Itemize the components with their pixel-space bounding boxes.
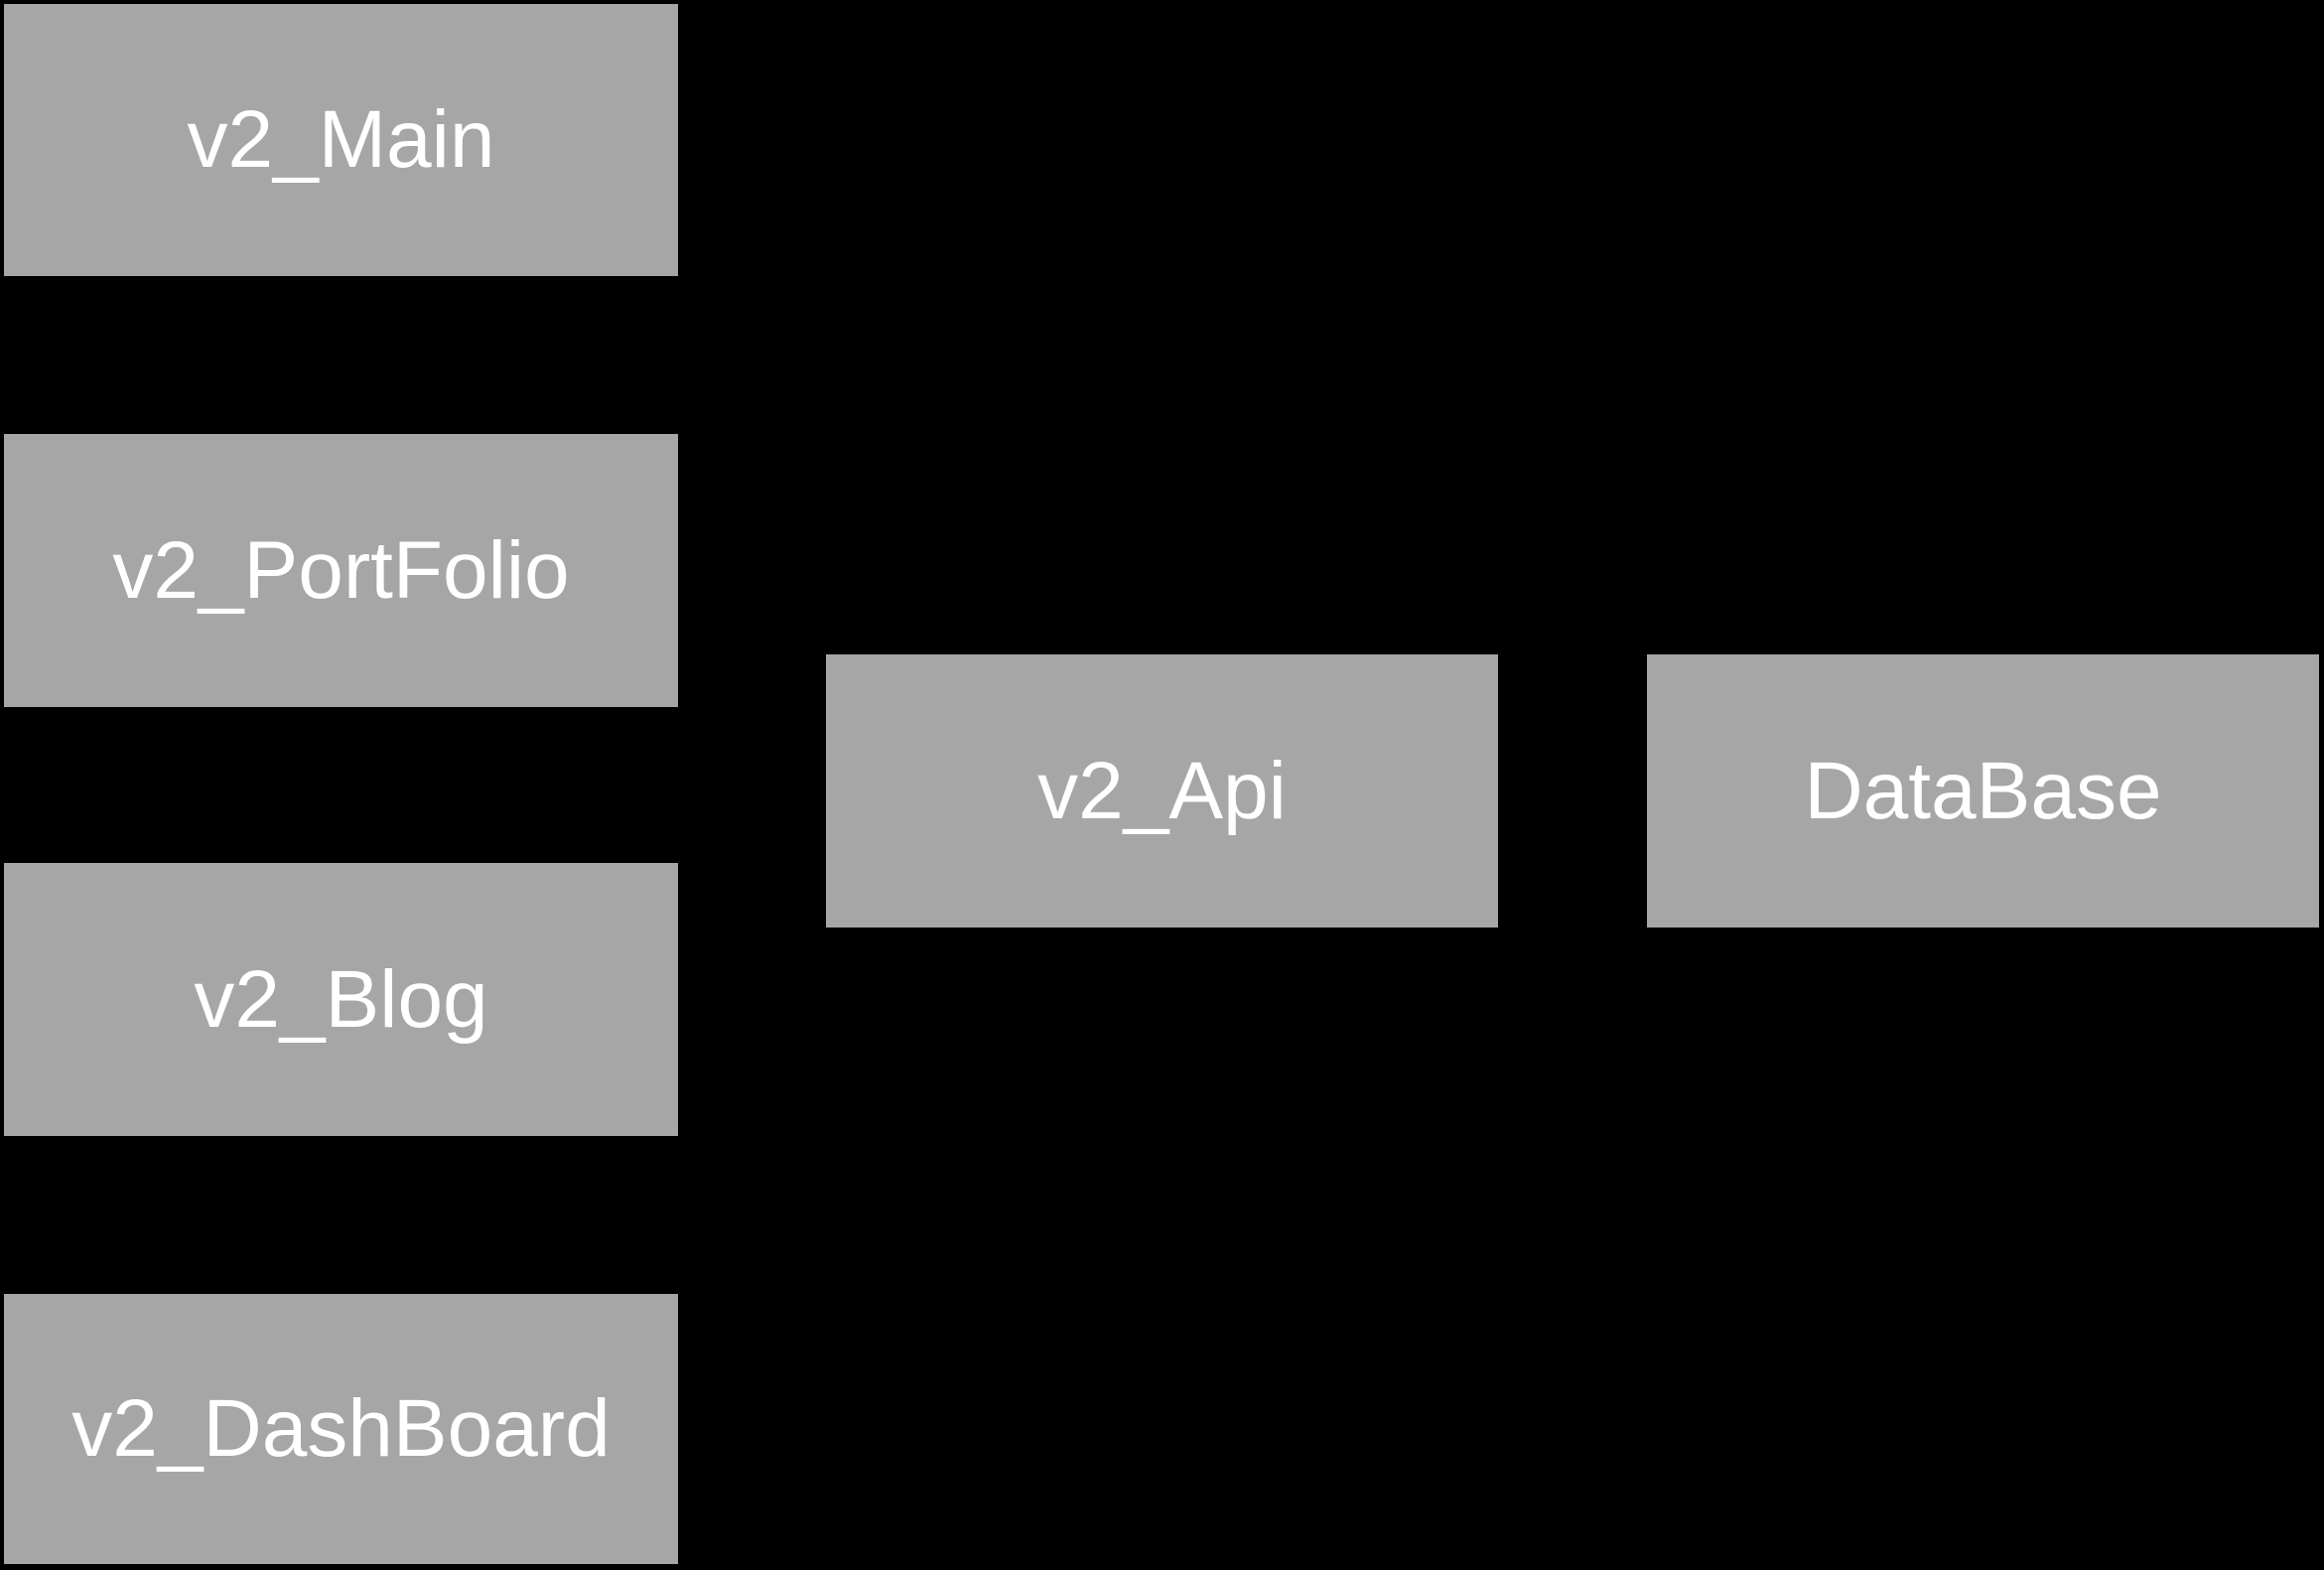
diagram-node-label: v2_DashBoard xyxy=(71,1383,611,1474)
diagram-node-v2_portfolio: v2_PortFolio xyxy=(4,434,678,707)
diagram-node-v2_api: v2_Api xyxy=(826,654,1498,928)
diagram-node-label: DataBase xyxy=(1804,745,2162,836)
diagram-node-v2_blog: v2_Blog xyxy=(4,863,678,1136)
diagram-node-v2_main: v2_Main xyxy=(4,4,678,276)
diagram-node-label: v2_PortFolio xyxy=(112,524,570,616)
diagram-node-label: v2_Api xyxy=(1037,745,1287,836)
diagram-node-v2_dashboard: v2_DashBoard xyxy=(4,1294,678,1564)
diagram-node-label: v2_Main xyxy=(187,94,495,185)
diagram-node-database: DataBase xyxy=(1647,654,2319,928)
diagram-node-label: v2_Blog xyxy=(194,953,488,1045)
